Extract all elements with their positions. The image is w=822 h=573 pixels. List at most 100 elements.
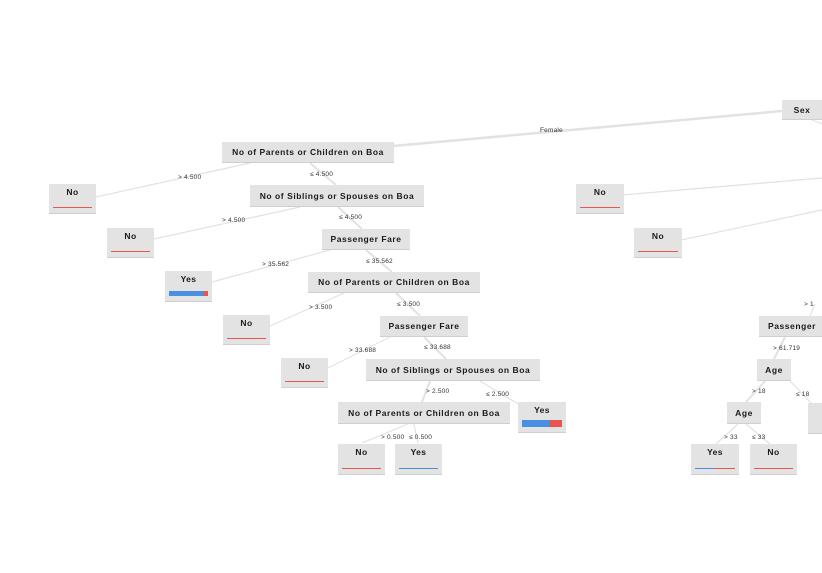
yes-proportion [285, 381, 286, 382]
node-age2[interactable]: Age [727, 402, 761, 424]
leaf-no[interactable]: No [750, 444, 797, 475]
class-distribution-bar [227, 338, 266, 339]
leaf-no[interactable]: No [281, 358, 328, 388]
node-sibsp2[interactable]: No of Siblings or Spouses on Boa [366, 359, 540, 381]
leaf-label: No [651, 231, 665, 241]
class-distribution-bar [695, 468, 735, 469]
edge-sibsp2-parch3 [421, 380, 431, 403]
edge-age2-r4 [745, 423, 771, 445]
leaf-label: No [66, 187, 79, 197]
no-proportion [715, 468, 735, 469]
edge-label: ≤ 0.500 [409, 434, 433, 441]
edge-label: > 61.719 [773, 345, 801, 352]
edge-label: > 35.562 [262, 261, 290, 268]
leaf-label: Yes [180, 274, 197, 284]
class-distribution-bar [754, 468, 793, 469]
edge-sibsp2-l6 [479, 380, 521, 406]
edge-label: > 4.500 [222, 217, 246, 224]
class-distribution-bar [638, 251, 678, 252]
edge-label: > 1 [804, 301, 814, 308]
leaf-label: No [767, 447, 780, 457]
leaf-label: Yes [707, 447, 723, 457]
yes-proportion [638, 251, 639, 252]
edge-parch1-sibsp1 [309, 162, 337, 186]
no-proportion [53, 207, 92, 208]
edge-label: > 4.500 [178, 174, 202, 181]
edge-fareright-right [809, 303, 816, 317]
yes-proportion [53, 207, 54, 208]
class-distribution-bar [285, 381, 324, 382]
leaf-yes[interactable]: Yes [165, 271, 212, 302]
edge-fare1-l3 [211, 249, 331, 283]
edge-label: > 33 [724, 434, 738, 441]
node-fare2[interactable]: Passenger Fare [380, 316, 468, 337]
node-fare-right[interactable]: Passenger [759, 316, 822, 337]
edge-label: ≤ 33 [752, 434, 766, 441]
leaf-no[interactable]: No [576, 184, 624, 214]
no-proportion [342, 468, 381, 469]
leaf-partial[interactable] [808, 403, 822, 434]
no-proportion [285, 381, 324, 382]
no-proportion [437, 468, 438, 469]
leaf-no[interactable]: No [107, 228, 154, 258]
class-distribution-bar [342, 468, 381, 469]
no-proportion [227, 338, 266, 339]
edge-label: > 3.500 [309, 304, 333, 311]
edge-fare2-l5 [327, 336, 391, 369]
leaf-yes[interactable]: Yes [395, 444, 442, 475]
node-fare1[interactable]: Passenger Fare [322, 229, 410, 250]
leaf-yes[interactable]: Yes [518, 402, 566, 433]
class-distribution-bar [111, 251, 150, 252]
node-sex[interactable]: Sex [782, 100, 822, 120]
edge-fareright-age1 [773, 336, 786, 360]
edge-age1-age2 [745, 380, 766, 403]
yes-proportion [695, 468, 715, 469]
leaf-yes[interactable]: Yes [691, 444, 739, 475]
edge-parch2-fare2 [395, 292, 421, 317]
leaf-no[interactable]: No [338, 444, 385, 475]
leaf-no[interactable]: No [223, 315, 270, 345]
leaf-label: No [124, 231, 137, 241]
edge-sibsp1-l2 [153, 206, 301, 240]
yes-proportion [227, 338, 228, 339]
yes-proportion [342, 468, 343, 469]
edge-parch2-l4 [269, 292, 345, 327]
node-parch2[interactable]: No of Parents or Children on Boa [308, 272, 480, 293]
edge-fare1-parch2 [365, 249, 393, 273]
no-proportion [550, 420, 562, 427]
node-parch1[interactable]: No of Parents or Children on Boa [222, 142, 394, 163]
class-distribution-bar [399, 468, 438, 469]
no-proportion [638, 251, 678, 252]
edge-label: ≤ 2.500 [486, 391, 510, 398]
edge-age2-r3 [715, 423, 739, 445]
edge-label: ≤ 18 [796, 391, 810, 398]
edge-fare2-sibsp2 [423, 336, 447, 360]
leaf-no[interactable]: No [49, 184, 96, 214]
yes-proportion [580, 207, 581, 208]
class-distribution-bar [522, 420, 562, 427]
leaf-label: No [355, 447, 368, 457]
node-sibsp1[interactable]: No of Siblings or Spouses on Boa [250, 185, 424, 207]
edge-label: > 2.500 [426, 388, 450, 395]
yes-proportion [169, 291, 205, 296]
leaf-no[interactable]: No [634, 228, 682, 258]
leaf-label: Yes [534, 405, 550, 415]
edge-label: ≤ 3.500 [397, 301, 421, 308]
class-distribution-bar [580, 207, 620, 208]
leaf-label: No [298, 361, 311, 371]
edge-label: ≤ 4.500 [310, 171, 334, 178]
node-parch3[interactable]: No of Parents or Children on Boa [338, 402, 510, 424]
edge-sibsp1-fare1 [337, 206, 363, 230]
class-distribution-bar [53, 207, 92, 208]
yes-proportion [111, 251, 112, 252]
node-age1[interactable]: Age [757, 359, 791, 381]
yes-proportion [522, 420, 550, 427]
edge-label-female: Female [540, 127, 563, 134]
yes-proportion [399, 468, 438, 469]
no-proportion [754, 468, 793, 469]
edge-sex-parch1 [392, 109, 783, 148]
no-proportion [111, 251, 150, 252]
edge-label: > 0.500 [381, 434, 405, 441]
edge-label: ≤ 33.688 [424, 344, 451, 351]
